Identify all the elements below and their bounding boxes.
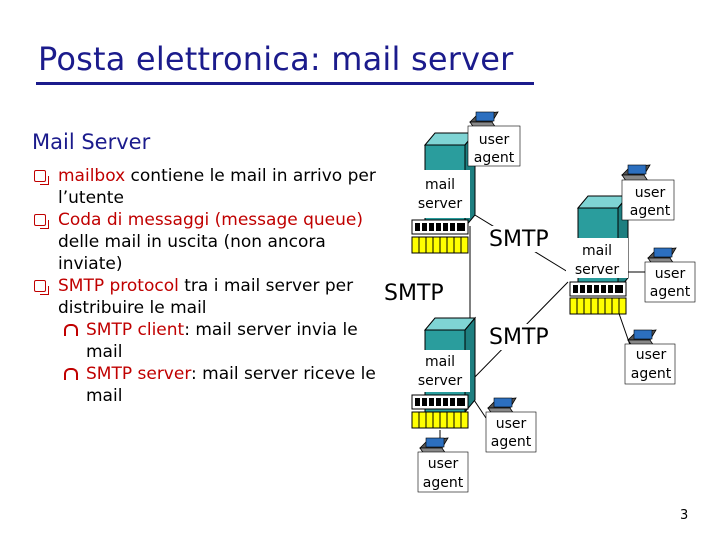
- message-queue-icon: [411, 411, 469, 429]
- computer-icon: [487, 397, 517, 415]
- svg-text:user: user: [428, 456, 459, 472]
- bullet-highlight: Coda di messaggi (message queue): [58, 210, 363, 230]
- bullet-text: contiene le mail in arrivo per l’utente: [58, 166, 376, 208]
- mailbox-icon: [411, 394, 469, 410]
- bullet-highlight: SMTP protocol: [58, 276, 179, 296]
- svg-text:user: user: [496, 416, 527, 432]
- subbullet-client: SMTP client: mail server invia le mail: [34, 319, 384, 363]
- server-label: mail: [425, 177, 455, 193]
- message-queue-icon: [411, 236, 469, 254]
- section-heading: Mail Server: [32, 130, 151, 154]
- user-agent-top: user agent: [467, 111, 521, 167]
- svg-text:agent: agent: [650, 284, 691, 300]
- subbullet-text: : mail server riceve le mail: [86, 364, 376, 406]
- subbullet-arch-icon: [64, 324, 78, 336]
- server-label: server: [418, 373, 463, 389]
- mail-server-icon: mail server: [410, 317, 476, 429]
- server-label: mail: [425, 354, 455, 370]
- svg-text:agent: agent: [423, 475, 464, 491]
- svg-text:agent: agent: [630, 203, 671, 219]
- message-queue-icon: [569, 297, 627, 315]
- page-title: Posta elettronica: mail server: [38, 40, 514, 78]
- computer-icon: [621, 164, 651, 182]
- title-underline: [36, 82, 534, 85]
- bullet-mailbox: mailbox contiene le mail in arrivo per l…: [34, 165, 384, 209]
- bullet-smtp: SMTP protocol tra i mail server per dist…: [34, 275, 384, 319]
- bullet-text: delle mail in uscita (non ancora inviate…: [58, 232, 326, 274]
- svg-text:agent: agent: [491, 434, 532, 450]
- mailbox-icon: [411, 219, 469, 235]
- subbullet-server: SMTP server: mail server riceve le mail: [34, 363, 384, 407]
- smtp-label: SMTP: [489, 227, 549, 252]
- bullet-highlight: mailbox: [58, 166, 126, 186]
- svg-text:agent: agent: [631, 366, 672, 382]
- bullet-box-icon: [34, 214, 49, 229]
- server-label: mail: [582, 243, 612, 259]
- subbullet-highlight: SMTP server: [86, 364, 192, 384]
- svg-text:user: user: [479, 132, 510, 148]
- user-agent-right-middle: user agent: [644, 247, 696, 303]
- bullet-list: mailbox contiene le mail in arrivo per l…: [34, 165, 384, 407]
- server-label: server: [418, 196, 463, 212]
- server-label: server: [575, 262, 620, 278]
- subbullet-highlight: SMTP client: [86, 320, 185, 340]
- svg-text:user: user: [636, 347, 667, 363]
- bullet-text: tra i mail server per distribuire le mai…: [58, 276, 354, 318]
- svg-text:user: user: [655, 266, 686, 282]
- user-agent-right-bottom: user agent: [624, 329, 676, 385]
- subbullet-text: : mail server invia le mail: [86, 320, 358, 362]
- user-agent-right-top: user agent: [621, 164, 675, 221]
- mail-server-icon: mail server: [410, 132, 476, 254]
- user-agent-bottom: user agent: [417, 437, 469, 493]
- user-agent-bottom-right: user agent: [485, 397, 537, 453]
- svg-text:user: user: [635, 185, 666, 201]
- computer-icon: [469, 111, 499, 129]
- computer-icon: [419, 437, 449, 455]
- smtp-label: SMTP: [489, 325, 549, 350]
- smtp-label: SMTP: [384, 281, 444, 306]
- bullet-box-icon: [34, 280, 49, 295]
- mailbox-icon: [569, 281, 627, 297]
- page-number: 3: [680, 508, 689, 523]
- computer-icon: [627, 329, 657, 347]
- subbullet-arch-icon: [64, 368, 78, 380]
- computer-icon: [647, 247, 677, 265]
- svg-text:agent: agent: [474, 150, 515, 166]
- bullet-box-icon: [34, 170, 49, 185]
- mail-server-icon: mail server: [566, 195, 629, 315]
- bullet-queue: Coda di messaggi (message queue) delle m…: [34, 209, 384, 275]
